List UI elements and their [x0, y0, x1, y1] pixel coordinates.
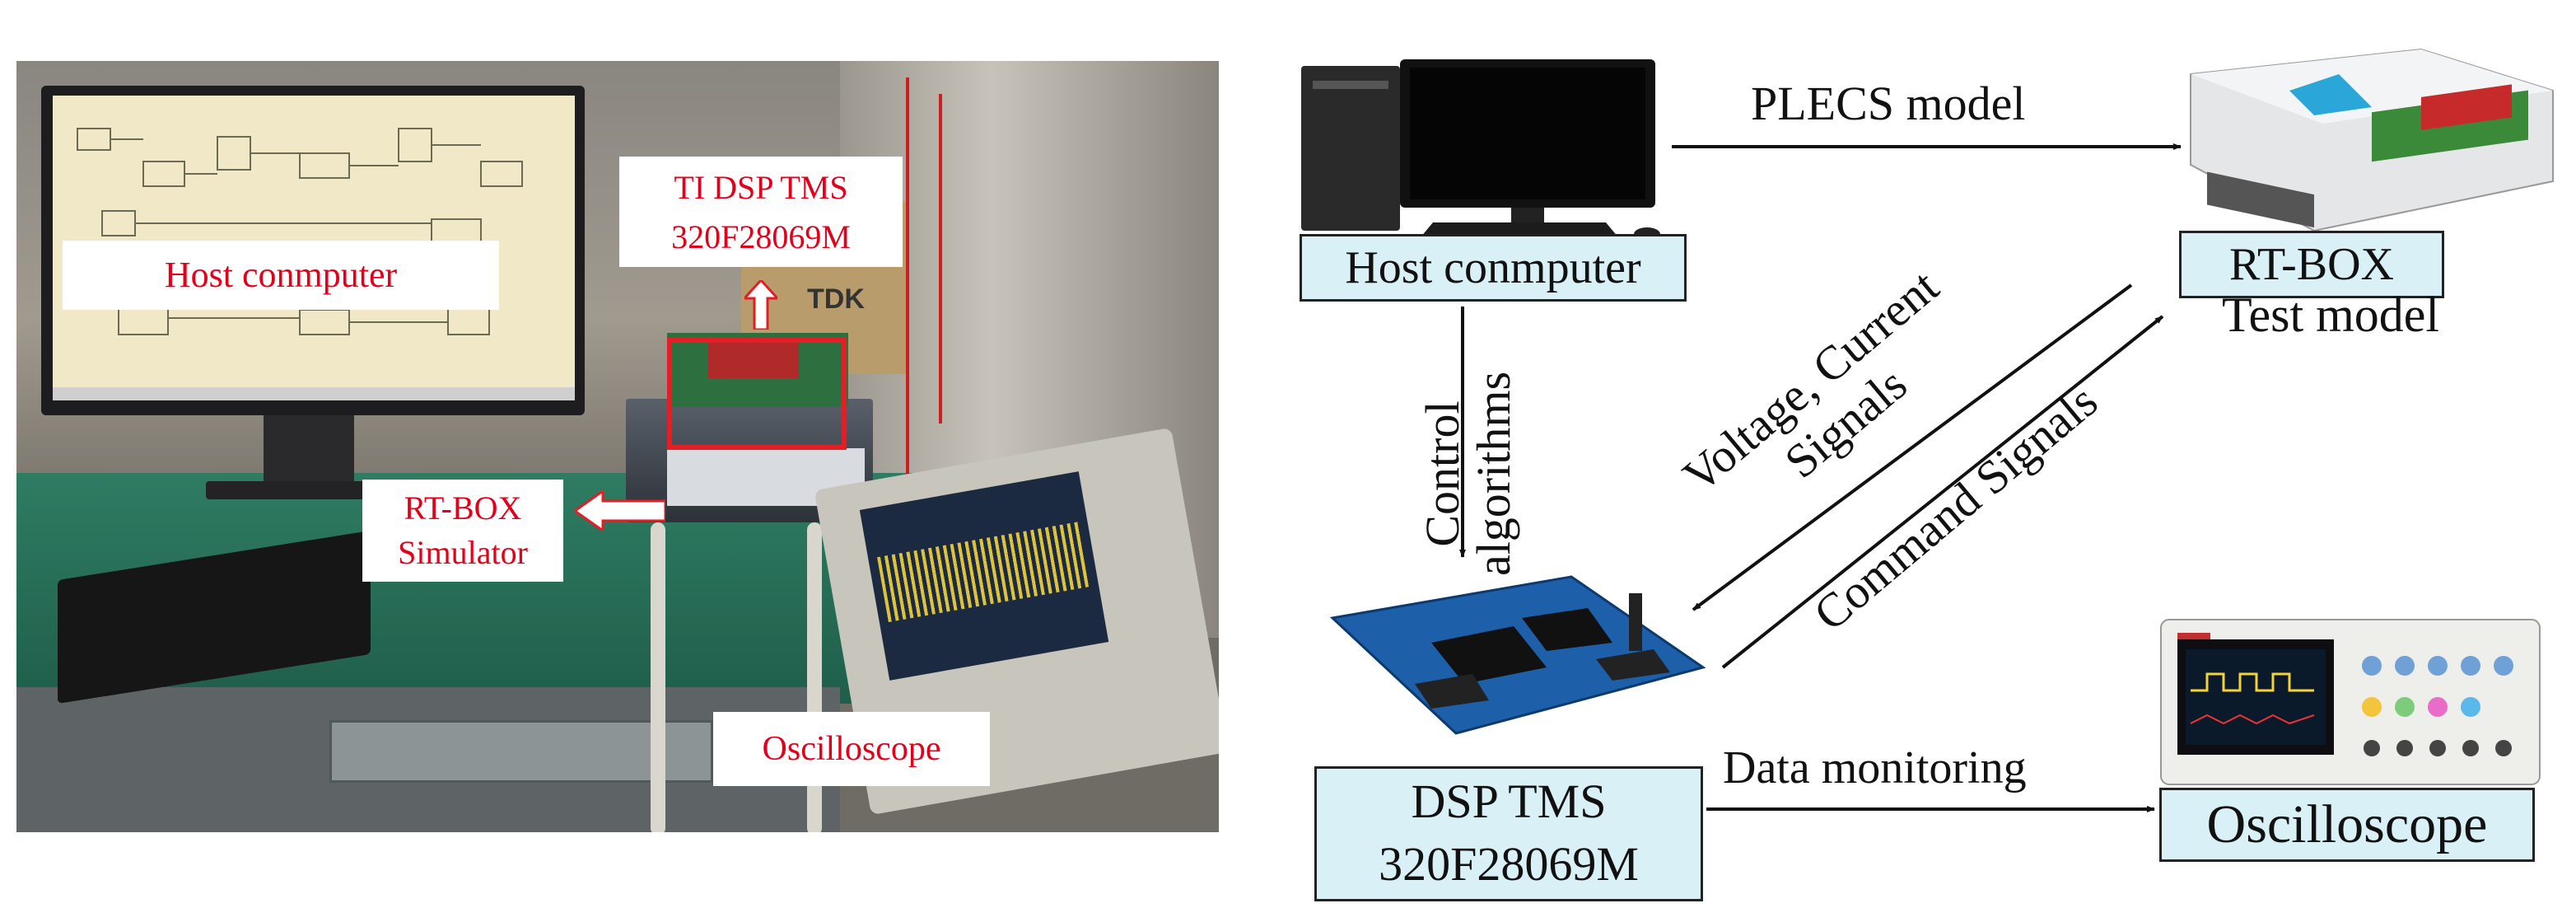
host-computer-label: Host conmputer: [63, 241, 499, 310]
rtbox-caption: Test model: [2222, 288, 2440, 342]
oscilloscope-label: Oscilloscope: [713, 712, 990, 786]
dsp-launchpad: [708, 341, 799, 378]
arrow-command: [1721, 315, 2164, 669]
oscilloscope-icon: [2160, 619, 2541, 785]
rtbox-icon: [2190, 48, 2554, 231]
arrow-left-icon: [575, 491, 665, 531]
monitor-stand: [264, 415, 354, 489]
desk-drawer: [329, 720, 713, 783]
rtbox-simulator-label: RT-BOX Simulator: [362, 480, 563, 582]
dsp-box-line1: DSP TMS: [1411, 775, 1607, 828]
control-algorithms-label: Control algorithms: [1416, 309, 1541, 639]
rtbox-label-line2: Simulator: [398, 534, 528, 571]
plecs-model-label: PLECS model: [1751, 77, 2026, 130]
red-wire: [939, 94, 942, 424]
ti-dsp-label-line1: TI DSP TMS: [674, 169, 848, 206]
schematic-drawing: [77, 128, 523, 335]
control-label-line1: Control: [1416, 400, 1469, 547]
dsp-box: DSP TMS 320F28069M: [1314, 766, 1703, 901]
tdk-logo-text: TDK: [807, 283, 865, 315]
arrow-up-icon: [744, 280, 777, 330]
data-monitoring-label: Data monitoring: [1723, 742, 2027, 793]
dsp-box-line2: 320F28069M: [1379, 837, 1639, 891]
lab-setup-photo: TDK Host conmput: [16, 61, 1219, 832]
arrow-voltage: [1692, 283, 2133, 611]
probe-cable: [651, 522, 665, 832]
dsp-highlight-rect: [667, 338, 847, 450]
rtbox-label-line1: RT-BOX: [404, 489, 522, 527]
dsp-board-icon: [1329, 575, 1706, 735]
ti-dsp-label: TI DSP TMS 320F28069M: [619, 157, 903, 267]
taskbar: [53, 387, 575, 400]
control-label-line2: algorithms: [1467, 371, 1520, 577]
host-computer-box: Host conmputer: [1300, 234, 1687, 302]
oscilloscope-box: Oscilloscope: [2159, 788, 2535, 862]
ti-dsp-label-line2: 320F28069M: [671, 218, 851, 255]
red-wire: [906, 77, 909, 506]
rtbox-box: RT-BOX: [2179, 231, 2444, 298]
